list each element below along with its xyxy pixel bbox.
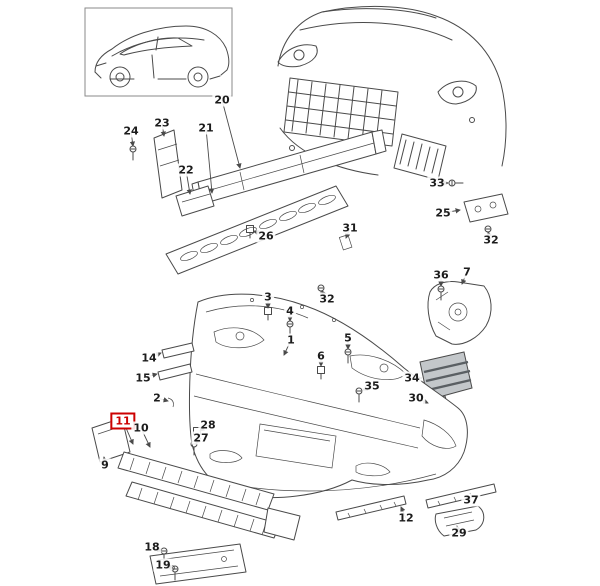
callout-7[interactable]: 7	[461, 265, 473, 279]
callout-35[interactable]: 35	[362, 379, 382, 393]
bracket-7	[427, 281, 492, 345]
bracket-22	[175, 185, 215, 217]
lower-grille-strips	[117, 451, 301, 541]
bumper-cover	[189, 293, 468, 499]
callout-22[interactable]: 22	[176, 163, 196, 177]
bracket-31-icon	[338, 234, 353, 251]
callout-9[interactable]: 9	[99, 458, 111, 472]
callout-34[interactable]: 34	[402, 371, 422, 385]
callout-14[interactable]: 14	[139, 351, 159, 365]
callout-37[interactable]: 37	[461, 493, 481, 507]
callout-32[interactable]: 32	[317, 292, 337, 306]
trim-strip-14	[161, 342, 195, 359]
callout-31[interactable]: 31	[340, 221, 360, 235]
callout-32[interactable]: 32	[481, 233, 501, 247]
callout-25[interactable]: 25	[433, 206, 453, 220]
callout-15[interactable]: 15	[133, 371, 153, 385]
callout-36[interactable]: 36	[431, 268, 451, 282]
bracket-29	[434, 505, 485, 537]
callout-19[interactable]: 19	[153, 558, 173, 572]
callout-10[interactable]: 10	[131, 421, 151, 435]
callout-5[interactable]: 5	[342, 331, 354, 345]
strip-12	[335, 495, 407, 521]
bracket-25	[463, 193, 509, 223]
callout-4[interactable]: 4	[284, 304, 296, 318]
car-side-inset	[84, 7, 233, 97]
callout-6[interactable]: 6	[315, 349, 327, 363]
callout-24[interactable]: 24	[121, 124, 141, 138]
hook-icon	[167, 397, 174, 408]
callout-23[interactable]: 23	[152, 116, 172, 130]
callout-26[interactable]: 26	[256, 229, 276, 243]
callout-1[interactable]: 1	[285, 333, 297, 347]
callout-12[interactable]: 12	[396, 511, 416, 525]
license-plate-bracket	[149, 543, 247, 585]
callout-18[interactable]: 18	[142, 540, 162, 554]
callout-33[interactable]: 33	[427, 176, 447, 190]
car-front-view	[277, 5, 507, 181]
trim-strip-15	[157, 363, 193, 381]
callout-30[interactable]: 30	[406, 391, 426, 405]
callout-28[interactable]: 28	[198, 418, 218, 432]
callout-3[interactable]: 3	[262, 290, 274, 304]
callout-27[interactable]: 27	[191, 431, 211, 445]
callout-2[interactable]: 2	[151, 391, 163, 405]
bracket-23	[153, 129, 183, 199]
callout-21[interactable]: 21	[196, 121, 216, 135]
side-grille-34	[419, 351, 473, 401]
fasteners	[129, 145, 492, 581]
callout-29[interactable]: 29	[449, 526, 469, 540]
callout-20[interactable]: 20	[212, 93, 232, 107]
